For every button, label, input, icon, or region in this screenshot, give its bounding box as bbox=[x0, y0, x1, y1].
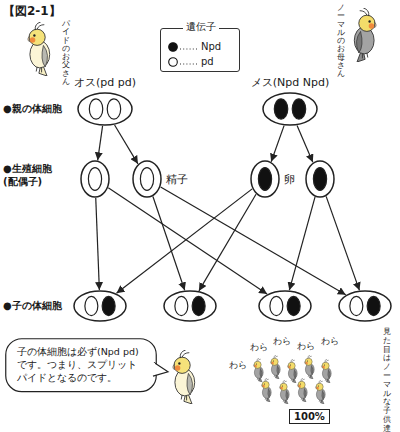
legend-row: Npd bbox=[167, 40, 221, 53]
vertical-label: 見た目はノーマルな子供達 bbox=[383, 328, 391, 432]
chromosome bbox=[258, 168, 271, 191]
cell-outline bbox=[305, 160, 335, 198]
inheritance-arrow bbox=[289, 197, 315, 290]
chromosome bbox=[292, 99, 305, 119]
legend-row: pd bbox=[167, 55, 214, 68]
node-text: 100% bbox=[294, 411, 325, 422]
chromosome bbox=[270, 296, 283, 315]
chromosome bbox=[89, 99, 102, 119]
inheritance-arrow bbox=[199, 194, 256, 291]
inheritance-arrow bbox=[108, 188, 267, 294]
inheritance-arrow bbox=[297, 125, 313, 162]
inheritance-arrow bbox=[153, 196, 185, 290]
inheritance-arrow bbox=[98, 126, 103, 160]
cell-outline bbox=[250, 160, 280, 198]
chromosome bbox=[140, 168, 153, 191]
cell: オス(pd pd) bbox=[77, 92, 133, 126]
cell: 卵 bbox=[250, 160, 280, 198]
cell-label: メス(Npd Npd) bbox=[251, 75, 329, 90]
row-heading: ●生殖細胞 (配偶子) bbox=[3, 163, 61, 188]
pied-father-bird bbox=[28, 22, 50, 76]
note-label: わら bbox=[297, 341, 315, 353]
chromosome bbox=[313, 168, 326, 191]
cell-outline bbox=[163, 290, 217, 322]
cell: メス(Npd Npd) bbox=[262, 92, 318, 126]
inheritance-arrow bbox=[96, 198, 100, 290]
inheritance-arrow bbox=[116, 189, 252, 293]
chromosome bbox=[350, 296, 363, 315]
cell bbox=[163, 290, 217, 322]
chromosome bbox=[175, 296, 188, 315]
speech-bubble: 子の体細胞は必ず(Npd pd)です。つまり、スプリットパイドとなるのです。 bbox=[5, 338, 157, 392]
legend-sample bbox=[167, 56, 201, 68]
cell-outline bbox=[262, 92, 318, 126]
chromosome bbox=[287, 296, 300, 315]
note-label: わら bbox=[250, 342, 268, 354]
note-label: わら bbox=[229, 360, 247, 372]
cell-outline bbox=[132, 160, 162, 198]
cell bbox=[73, 290, 127, 322]
chromosome bbox=[85, 296, 98, 315]
cell-label: オス(pd pd) bbox=[74, 75, 136, 90]
cell bbox=[338, 290, 392, 322]
legend-text: Npd bbox=[201, 41, 221, 52]
legend-box: Npd pd bbox=[160, 28, 240, 72]
inheritance-arrow bbox=[161, 187, 346, 295]
cell-label: 精子 bbox=[166, 172, 188, 187]
cell: 精子 bbox=[132, 160, 162, 198]
cell-outline bbox=[73, 290, 127, 322]
row-heading: ●子の体細胞 bbox=[3, 300, 75, 313]
chromosome bbox=[88, 168, 101, 191]
note-label: わら bbox=[273, 336, 291, 348]
chromosome bbox=[192, 296, 205, 315]
note-label: わら bbox=[321, 336, 339, 348]
figure-title: 【図2-1】 bbox=[3, 3, 61, 20]
chromosome bbox=[367, 296, 380, 315]
vertical-label: パイドのお父さん bbox=[62, 20, 70, 86]
normal-mother-bird bbox=[354, 8, 376, 62]
cell-label: 卵 bbox=[284, 172, 295, 187]
row-heading: ●親の体細胞 bbox=[3, 103, 75, 116]
bubble-text: 子の体細胞は必ず(Npd pd)です。つまり、スプリットパイドとなるのです。 bbox=[17, 346, 145, 384]
chromosome bbox=[107, 99, 120, 119]
note-label: 遺伝子 bbox=[183, 21, 219, 34]
chick-group bbox=[254, 355, 332, 404]
cell bbox=[305, 160, 335, 198]
cell-outline bbox=[77, 92, 133, 126]
split-pied-bird bbox=[173, 350, 195, 404]
cell-outline bbox=[80, 160, 110, 198]
inheritance-arrow bbox=[115, 125, 138, 164]
cell bbox=[80, 160, 110, 198]
legend-text: pd bbox=[201, 56, 214, 67]
inheritance-arrow bbox=[326, 196, 359, 290]
cell bbox=[258, 290, 312, 322]
chromosome bbox=[102, 296, 115, 315]
cell-outline bbox=[258, 290, 312, 322]
percent-box: 100% bbox=[289, 409, 330, 424]
inheritance-arrow bbox=[271, 126, 284, 162]
cell-outline bbox=[338, 290, 392, 322]
vertical-label: ノーマルのお母さん bbox=[337, 4, 345, 78]
legend-sample bbox=[167, 41, 201, 53]
chromosome bbox=[274, 99, 287, 119]
